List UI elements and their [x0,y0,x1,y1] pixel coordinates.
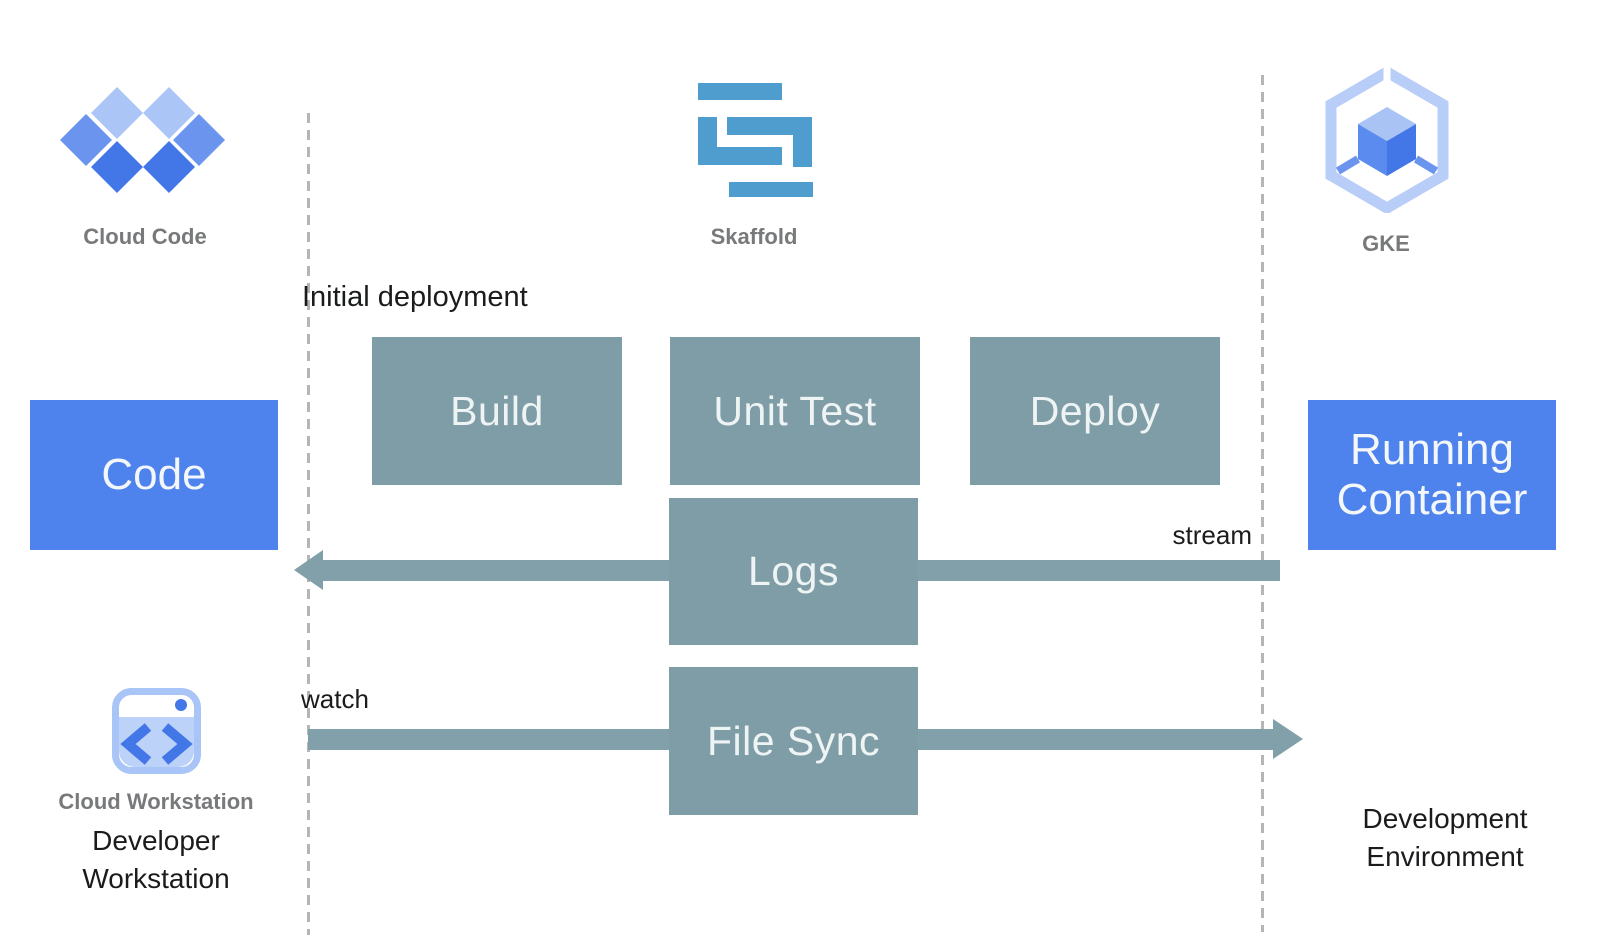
cloud-code-icon [58,85,228,197]
initial-deployment-label: Initial deployment [302,281,528,313]
skaffold-icon [698,83,813,197]
skaffold-label: Skaffold [710,224,798,249]
logs-node: Logs [669,498,918,645]
running-container-node: Running Container [1308,400,1556,550]
watch-label: watch [301,684,369,714]
cloud-workstation-label: Cloud Workstation [58,789,254,814]
logs-stream-arrowhead-icon [294,550,323,590]
stream-label: stream [1172,520,1252,550]
gke-icon [1322,67,1452,213]
code-node: Code [30,400,278,550]
build-node: Build [372,337,622,485]
cloud-workstation-icon [110,686,203,776]
unit-test-node: Unit Test [670,337,920,485]
developer-workstation-title: Developer Workstation [82,825,230,894]
right-boundary-dashed-line [1261,75,1264,932]
gke-label: GKE [1362,231,1410,256]
cloud-code-label: Cloud Code [83,224,207,249]
file-sync-node: File Sync [669,667,918,815]
deploy-node: Deploy [970,337,1220,485]
file-sync-arrowhead-icon [1273,719,1303,759]
development-environment-title: Development Environment [1362,803,1528,872]
left-boundary-dashed-line [307,113,310,935]
